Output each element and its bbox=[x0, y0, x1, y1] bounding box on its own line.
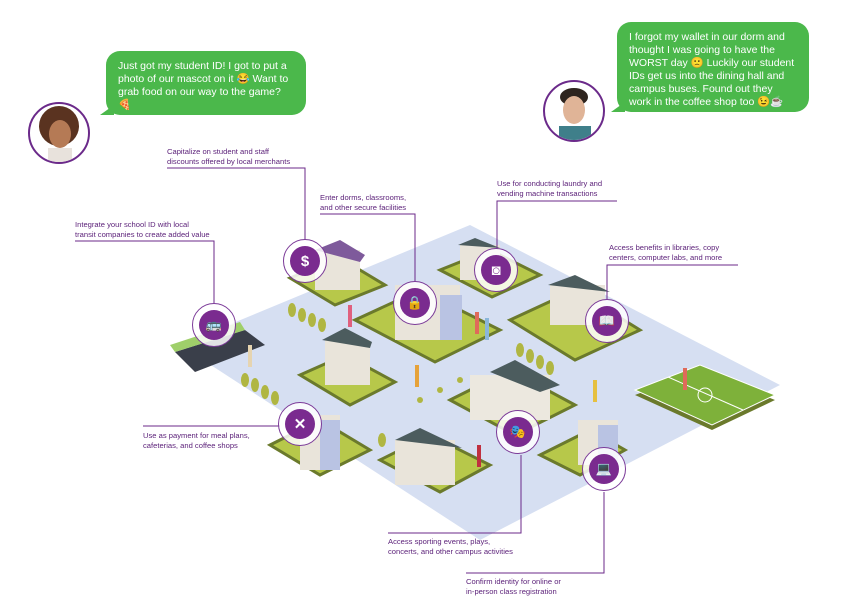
callout-line: and other secure facilities bbox=[320, 203, 407, 212]
masks-glyph: 🎭 bbox=[503, 417, 533, 447]
callout-line: centers, computer labs, and more bbox=[609, 253, 723, 262]
callout-line: Access benefits in libraries, copy bbox=[609, 243, 720, 252]
callout-line: discounts offered by local merchants bbox=[167, 157, 291, 166]
laptop-glyph: 💻 bbox=[589, 454, 619, 484]
dollar-icon: $ bbox=[283, 239, 327, 283]
chat-bubble-female-student: Just got my student ID! I got to put a p… bbox=[106, 51, 306, 115]
callout-line: Capitalize on student and staff bbox=[167, 147, 270, 156]
fork-spoon-icon: ✕ bbox=[278, 402, 322, 446]
utensils-glyph: ✕ bbox=[285, 409, 315, 439]
callout-line: in-person class registration bbox=[466, 587, 557, 596]
callout-lines bbox=[75, 167, 738, 574]
female-student-avatar bbox=[28, 102, 90, 164]
road bbox=[175, 330, 265, 372]
callout-events: Access sporting events, plays,concerts, … bbox=[388, 537, 513, 557]
bus-glyph: 🚌 bbox=[199, 310, 229, 340]
callout-line: Integrate your school ID with local bbox=[75, 220, 189, 229]
trees bbox=[241, 303, 554, 447]
female-student-photo bbox=[39, 106, 79, 162]
chat-bubble-male-student: I forgot my wallet in our dorm and thoug… bbox=[611, 22, 809, 112]
theater-masks-icon: 🎭 bbox=[496, 410, 540, 454]
callout-line: vending machine transactions bbox=[497, 189, 598, 198]
male-student-avatar bbox=[543, 80, 605, 142]
book-icon: 📖 bbox=[585, 299, 629, 343]
washing-machine-icon: ◙ bbox=[474, 248, 518, 292]
callout-line: concerts, and other campus activities bbox=[388, 547, 513, 556]
lock-glyph: 🔒 bbox=[400, 288, 430, 318]
callout-line: cafeterias, and coffee shops bbox=[143, 441, 238, 450]
soccer-field bbox=[633, 364, 777, 430]
people bbox=[248, 305, 687, 467]
callout-line: Use as payment for meal plans, bbox=[143, 431, 250, 440]
callout-line: Access sporting events, plays, bbox=[388, 537, 491, 546]
callout-secure-facilities: Enter dorms, classrooms,and other secure… bbox=[320, 193, 406, 213]
dollar-glyph: $ bbox=[290, 246, 320, 276]
callout-line: transit companies to create added value bbox=[75, 230, 210, 239]
bus-icon: 🚌 bbox=[192, 303, 236, 347]
callout-line: Confirm identity for online or bbox=[466, 577, 561, 586]
laptop-icon: 💻 bbox=[582, 447, 626, 491]
male-student-photo bbox=[559, 88, 591, 140]
washer-glyph: ◙ bbox=[481, 255, 511, 285]
lock-icon: 🔒 bbox=[393, 281, 437, 325]
callout-meals: Use as payment for meal plans,cafeterias… bbox=[143, 431, 250, 451]
book-glyph: 📖 bbox=[592, 306, 622, 336]
callout-line: Enter dorms, classrooms, bbox=[320, 193, 407, 202]
callout-line: Use for conducting laundry and bbox=[497, 179, 603, 188]
